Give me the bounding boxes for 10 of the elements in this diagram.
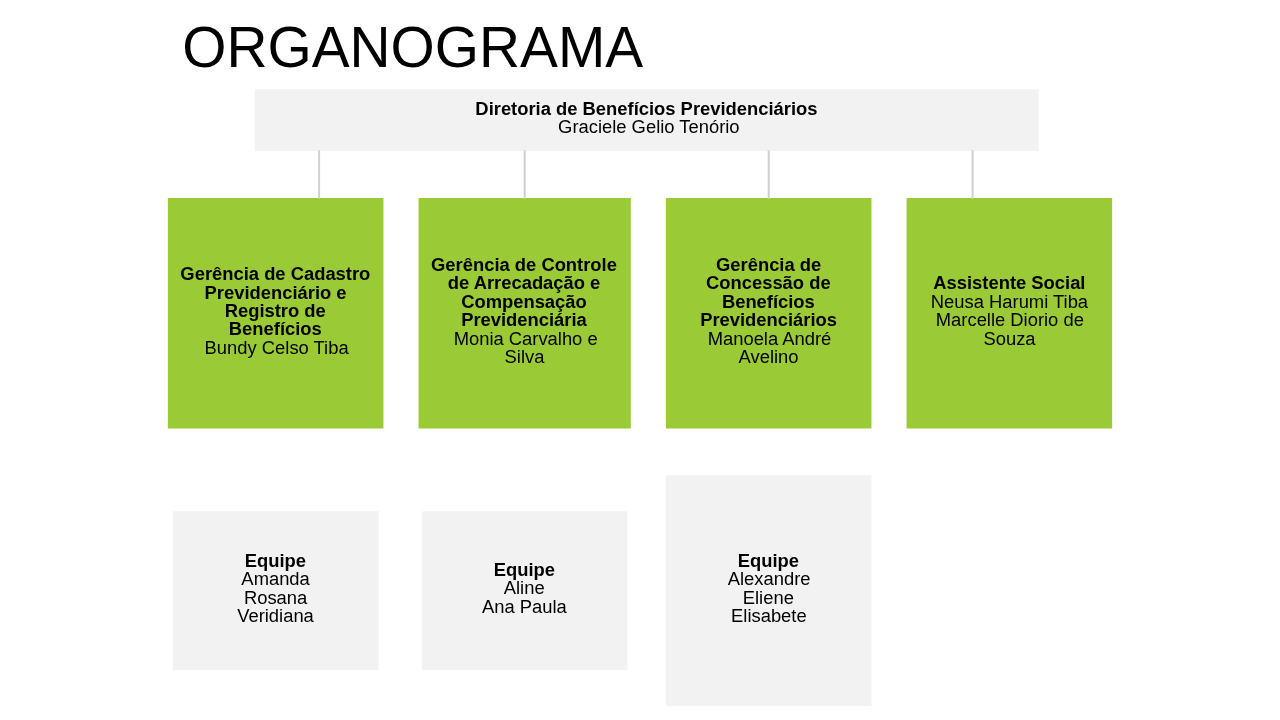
node-box: Gerência de Cadastro Previdenciário e Registro de Benefícios Bundy Celso Tiba bbox=[167, 197, 384, 429]
connector bbox=[523, 150, 526, 199]
connector bbox=[318, 150, 321, 199]
connector bbox=[767, 150, 770, 199]
node-box: Gerência de Controle de Arrecadação e Compensação Previdenciária Monia Carvalho e Silva bbox=[418, 197, 631, 429]
node-box: Diretoria de Benefícios Previdenciários Graciele Gelio Tenório bbox=[254, 89, 1039, 152]
node-box: Assistente Social Neusa Harumi Tiba Marcelle Diorio de Souza bbox=[906, 197, 1113, 429]
connector bbox=[971, 150, 974, 199]
diagram-title: ORGANOGRAMA bbox=[182, 16, 644, 80]
node-box: Gerência de Concessão de Benefícios Previdenciários Manoela André Avelino bbox=[665, 197, 872, 429]
